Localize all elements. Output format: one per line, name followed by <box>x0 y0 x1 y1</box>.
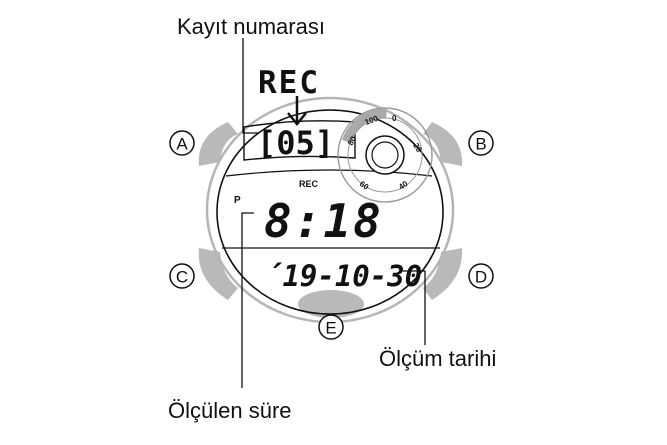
button-a-pusher <box>198 122 238 166</box>
button-a-circle <box>169 130 195 156</box>
button-e-label-group: E <box>318 314 344 340</box>
leader-measured-time <box>241 212 254 388</box>
pm-indicator: P <box>234 195 241 206</box>
rec-arrow-head <box>287 112 307 126</box>
button-c-letter: C <box>176 268 188 287</box>
button-b-letter: B <box>475 135 486 154</box>
button-b-pusher <box>423 122 463 166</box>
button-d-label-group: D <box>468 263 494 289</box>
button-d-circle <box>468 263 494 289</box>
button-d-pusher <box>423 248 463 300</box>
leader-record-number <box>242 38 258 134</box>
upper-mode-text: REC <box>258 65 320 101</box>
bezel-mark-60: 60 <box>358 179 371 192</box>
label-measurement-date: Ölçüm tarihi <box>379 346 496 371</box>
button-b-circle <box>468 130 494 156</box>
button-c-pusher <box>198 248 238 300</box>
button-d-letter: D <box>475 268 487 287</box>
button-c-label-group: C <box>169 263 195 289</box>
button-b-label-group: B <box>468 130 494 156</box>
bezel-shaded-arc <box>342 107 387 143</box>
bezel-ring <box>337 107 433 203</box>
button-c-circle <box>169 263 195 289</box>
label-record-number: Kayıt numarası <box>177 14 325 39</box>
record-index-text: [05] <box>257 124 334 162</box>
time-display: 8:18 <box>264 194 383 248</box>
button-a-label-group: A <box>169 130 195 156</box>
upper-display-outline <box>243 120 356 161</box>
date-display: ´19-10-30 <box>265 259 422 293</box>
bezel-mark-100: 100 <box>364 114 380 127</box>
small-rec-indicator: REC <box>299 179 319 189</box>
crown-inner <box>371 141 399 169</box>
button-e-letter: E <box>325 319 336 338</box>
leader-measurement-date <box>403 270 426 345</box>
button-a-letter: A <box>176 135 188 154</box>
button-e-circle <box>318 314 344 340</box>
bezel-inner-ring <box>347 117 423 193</box>
button-e-pusher <box>298 290 364 318</box>
watch-case-inner <box>216 109 444 315</box>
bezel-mark-0: 0 <box>392 114 397 123</box>
label-measured-time: Ölçülen süre <box>168 398 292 423</box>
face-divider-top <box>225 169 433 177</box>
